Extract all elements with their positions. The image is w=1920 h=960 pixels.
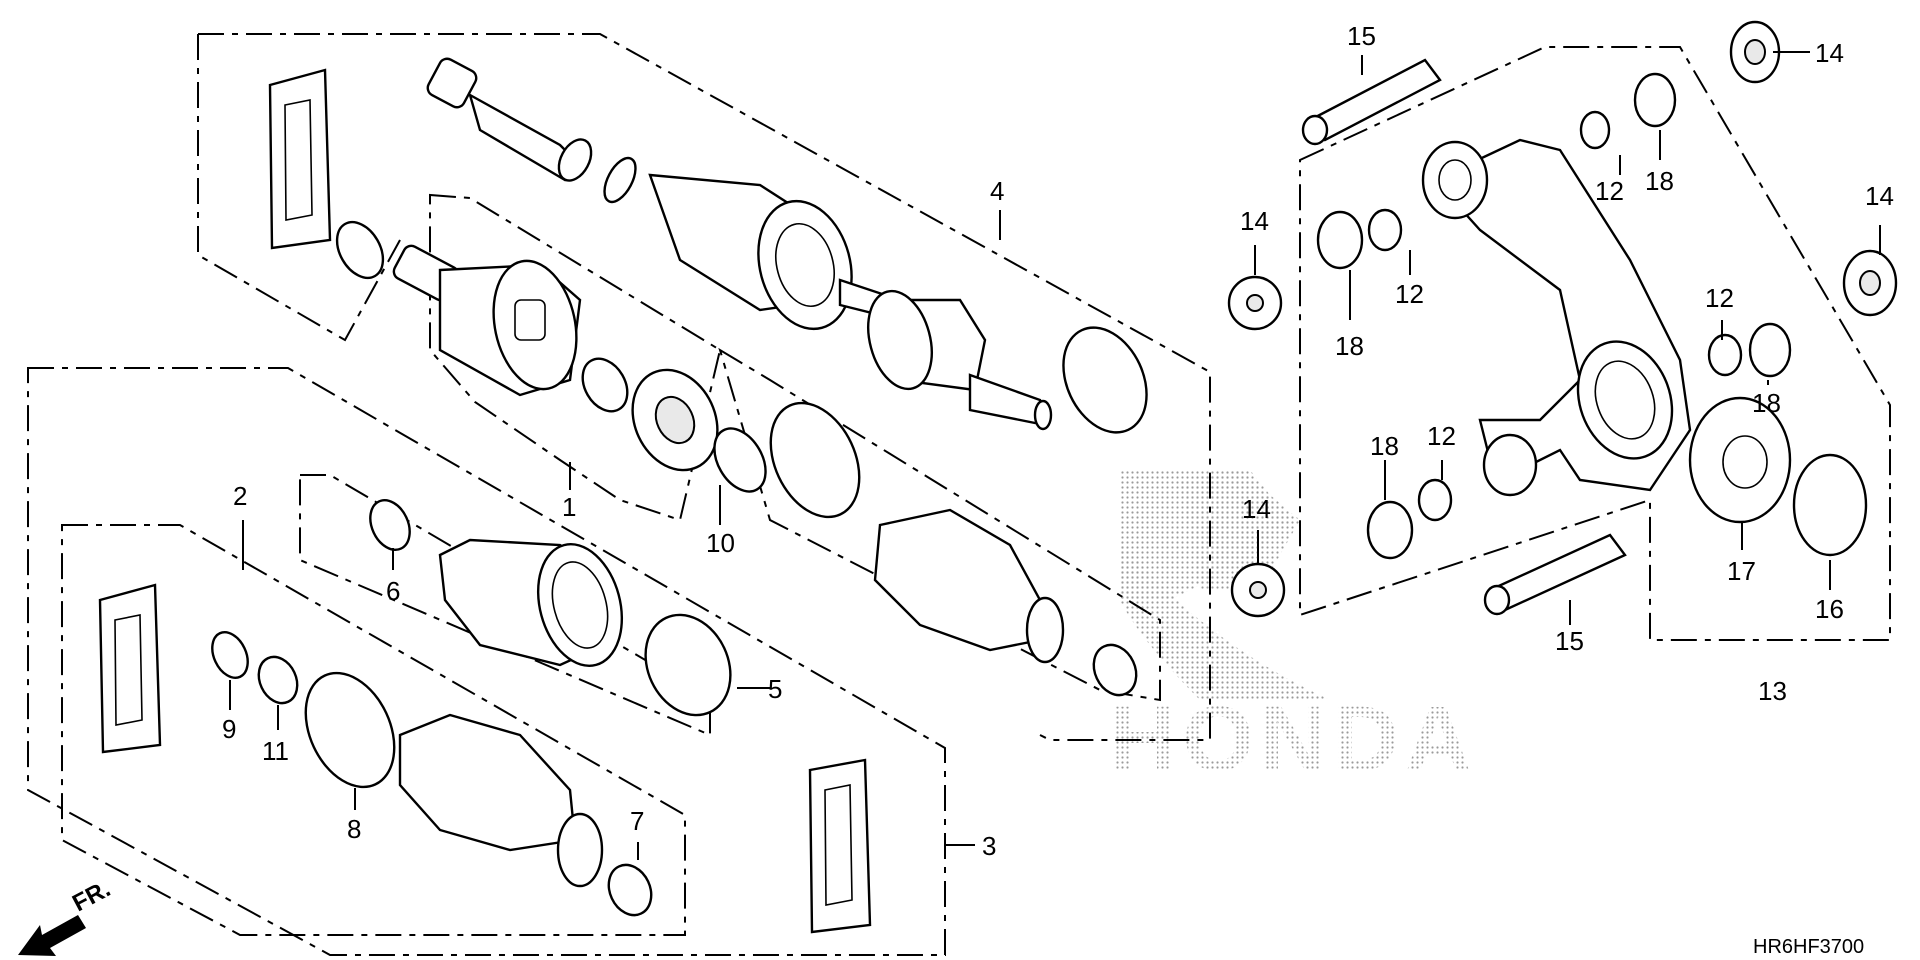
callout-15b: 15 <box>1555 626 1584 656</box>
bushings-and-seals <box>1227 20 1898 618</box>
callout-12a: 12 <box>1595 176 1624 206</box>
box-part-6 <box>299 474 711 737</box>
honda-watermark: HONDA <box>1110 470 1471 790</box>
callout-12d: 12 <box>1427 421 1456 451</box>
box-assembly-2 <box>61 524 686 936</box>
callout-13: 13 <box>1758 676 1787 706</box>
leader-lines <box>229 51 1881 860</box>
box-assembly-13 <box>1299 46 1891 641</box>
callouts: 1 2 3 4 5 6 7 8 9 10 11 12 12 12 12 13 1… <box>222 21 1894 861</box>
callout-7: 7 <box>630 806 644 836</box>
callout-15a: 15 <box>1347 21 1376 51</box>
callout-9: 9 <box>222 714 236 744</box>
front-direction-indicator: FR. <box>18 875 115 956</box>
callout-3: 3 <box>982 831 996 861</box>
callout-14d: 14 <box>1242 494 1271 524</box>
front-arrow-icon <box>18 915 86 956</box>
callout-11: 11 <box>262 736 289 766</box>
callout-4: 4 <box>990 176 1004 206</box>
grease-packets <box>98 68 872 934</box>
callout-1: 1 <box>562 492 576 522</box>
box-part-5 <box>718 347 1161 702</box>
box-assembly-4 <box>198 33 1211 741</box>
callout-18c: 18 <box>1752 388 1781 418</box>
front-label: FR. <box>68 875 115 917</box>
box-assembly-3 <box>27 367 946 956</box>
diagram-code: HR6HF3700 <box>1753 936 1864 958</box>
callout-12b: 12 <box>1395 279 1424 309</box>
rings-and-clips <box>211 220 1148 917</box>
callout-18b: 18 <box>1335 331 1364 361</box>
callout-5: 5 <box>768 674 782 704</box>
box-part-1 <box>429 193 722 522</box>
inner-joint <box>392 244 582 397</box>
callout-12c: 12 <box>1705 283 1734 313</box>
swing-arm <box>1421 138 1692 497</box>
boots <box>398 508 1065 888</box>
callout-14a: 14 <box>1815 38 1844 68</box>
drive-shaft-assembly <box>426 57 1053 431</box>
group-boxes <box>27 33 1891 956</box>
callout-18a: 18 <box>1645 166 1674 196</box>
callout-16: 16 <box>1815 594 1844 624</box>
callout-18d: 18 <box>1370 431 1399 461</box>
box-assembly-4-left <box>197 34 401 342</box>
callout-10: 10 <box>706 528 735 558</box>
callout-6: 6 <box>386 576 400 606</box>
callout-14b: 14 <box>1240 206 1269 236</box>
callout-8: 8 <box>347 814 361 844</box>
callout-17: 17 <box>1727 556 1756 586</box>
callout-14c: 14 <box>1865 181 1894 211</box>
callout-2: 2 <box>233 481 247 511</box>
